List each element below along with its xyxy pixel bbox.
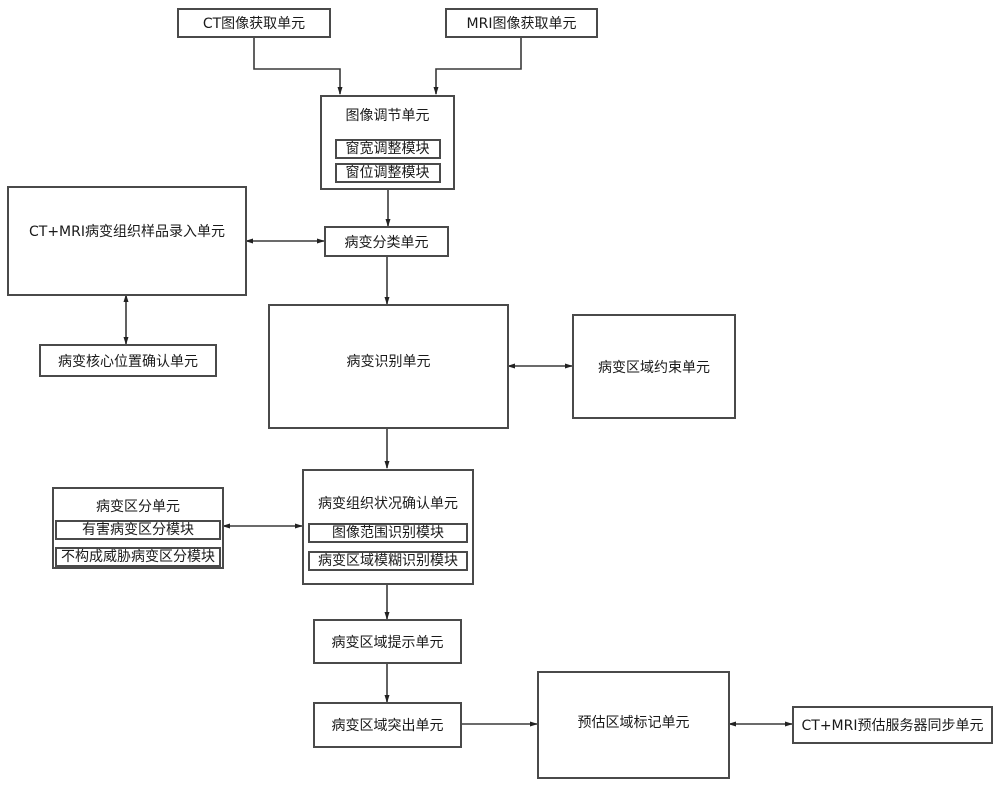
node-region-highlight: 病变区域突出单元	[313, 702, 462, 748]
node-image-adjust-title: 图像调节单元	[345, 108, 430, 124]
node-region-highlight-label: 病变区域突出单元	[331, 718, 444, 734]
node-tissue-confirm-title: 病变组织状况确认单元	[318, 496, 458, 512]
node-region-prompt-label: 病变区域提示单元	[331, 634, 444, 651]
module-image-range: 图像范围识别模块	[308, 523, 468, 543]
node-identify: 病变识别单元	[268, 304, 509, 429]
node-region-constraint: 病变区域约束单元	[572, 314, 736, 419]
module-window-level: 窗位调整模块	[334, 163, 441, 183]
edge-mri-to-adjust	[433, 37, 522, 95]
node-core-position: 病变核心位置确认单元	[39, 344, 217, 377]
node-classify: 病变分类单元	[324, 226, 449, 257]
module-nonthreat-lesion: 不构成威胁病变区分模块	[55, 547, 221, 567]
node-estimate-mark-label: 预估区域标记单元	[577, 715, 690, 731]
module-window-width: 窗宽调整模块	[334, 139, 441, 159]
node-image-adjust: 图像调节单元 窗宽调整模块 窗位调整模块	[320, 95, 455, 190]
node-region-prompt: 病变区域提示单元	[313, 619, 462, 664]
node-distinguish-title: 病变区分单元	[96, 499, 180, 515]
node-server-sync-label: CT+MRI预估服务器同步单元	[801, 718, 984, 734]
node-mri-acquire: MRI图像获取单元	[445, 8, 598, 38]
node-core-position-label: 病变核心位置确认单元	[58, 353, 198, 370]
node-server-sync: CT+MRI预估服务器同步单元	[792, 706, 993, 744]
node-sample-entry: CT+MRI病变组织样品录入单元	[7, 186, 247, 296]
node-distinguish: 病变区分单元 有害病变区分模块 不构成威胁病变区分模块	[52, 487, 224, 569]
node-estimate-mark: 预估区域标记单元	[537, 671, 730, 779]
node-identify-label: 病变识别单元	[346, 353, 431, 370]
edge-ct-to-adjust	[253, 37, 343, 95]
node-mri-acquire-label: MRI图像获取单元	[466, 16, 577, 32]
module-harmful-lesion: 有害病变区分模块	[55, 520, 221, 540]
node-ct-acquire: CT图像获取单元	[177, 8, 331, 38]
node-sample-entry-label: CT+MRI病变组织样品录入单元	[29, 224, 225, 240]
module-region-fuzzy: 病变区域模糊识别模块	[308, 551, 468, 571]
node-region-constraint-label: 病变区域约束单元	[598, 359, 710, 376]
node-tissue-confirm: 病变组织状况确认单元 图像范围识别模块 病变区域模糊识别模块	[302, 469, 474, 585]
node-classify-label: 病变分类单元	[344, 234, 429, 251]
node-ct-acquire-label: CT图像获取单元	[202, 16, 306, 32]
